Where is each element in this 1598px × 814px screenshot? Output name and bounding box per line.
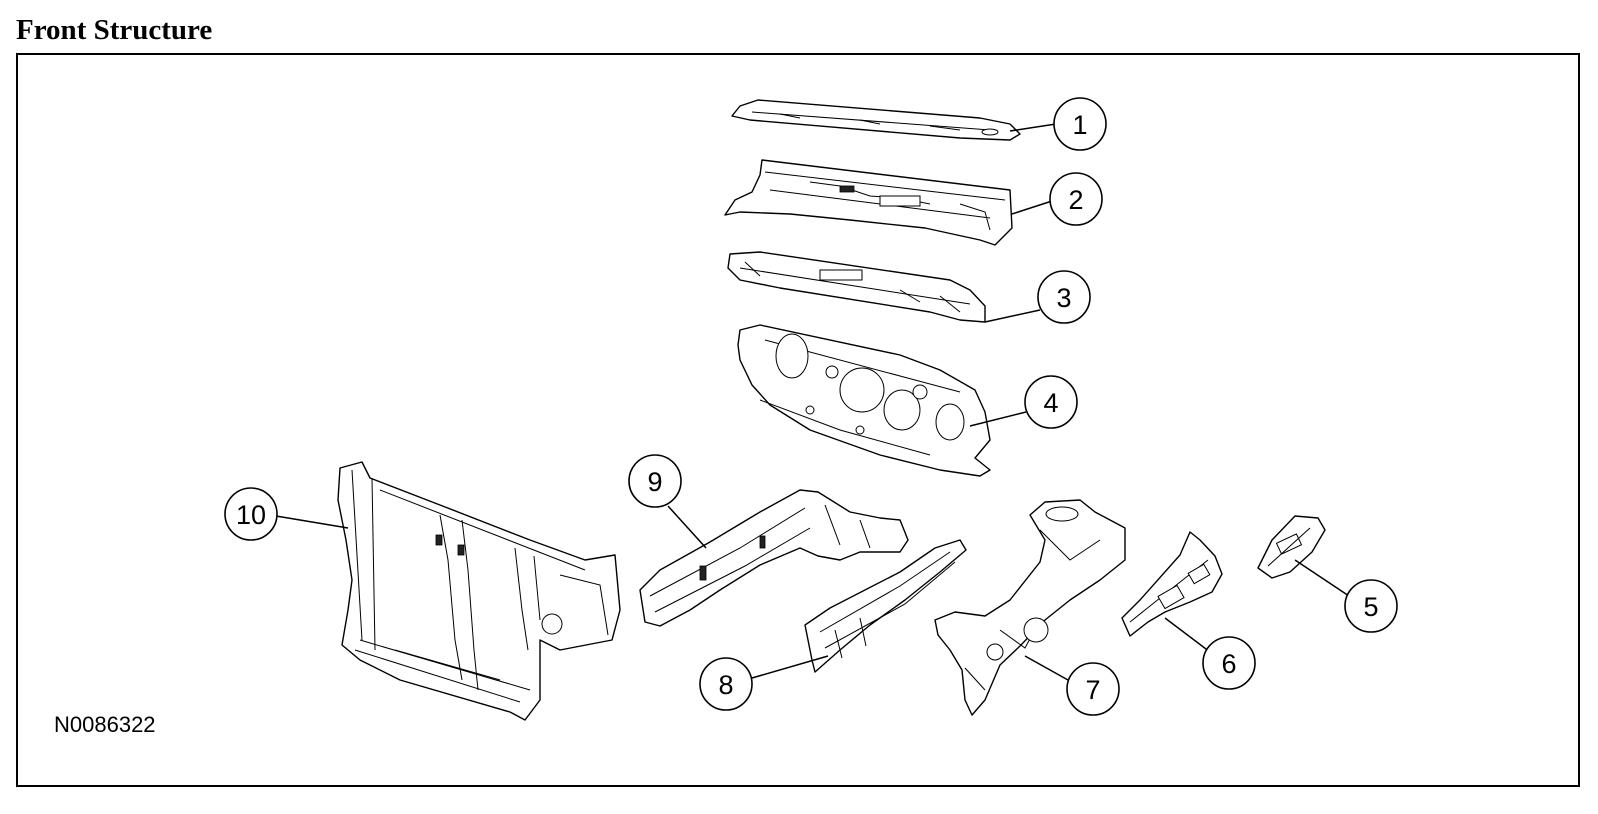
callout-3: 3 [1037, 270, 1091, 324]
callout-6-label: 6 [1221, 649, 1236, 679]
callout-4: 4 [1024, 375, 1078, 429]
diagram-frame [16, 53, 1580, 787]
callout-2: 2 [1049, 172, 1103, 226]
leader-lines [275, 123, 1353, 681]
part-10-radiator-support [337, 461, 621, 721]
part-8-lower-rail [804, 539, 967, 673]
callout-8: 8 [699, 657, 753, 711]
callout-10-label: 10 [236, 500, 266, 530]
callout-8-label: 8 [718, 670, 733, 700]
callout-9: 9 [628, 454, 682, 508]
part-3-dash-reinforcement [727, 251, 986, 323]
callout-1: 1 [1053, 97, 1107, 151]
callout-7-label: 7 [1085, 675, 1100, 705]
figure-id: N0086322 [54, 712, 156, 737]
callout-1-label: 1 [1072, 110, 1087, 140]
page-title: Front Structure [16, 14, 213, 46]
callout-6: 6 [1202, 636, 1256, 690]
callout-5-label: 5 [1363, 592, 1378, 622]
callout-4-label: 4 [1043, 388, 1058, 418]
callout-5: 5 [1344, 579, 1398, 633]
callout-9-label: 9 [647, 467, 662, 497]
part-6-rail-extension [1121, 531, 1223, 637]
part-4-dash-panel [737, 324, 991, 477]
part-5-bracket [1257, 515, 1326, 579]
callout-10: 10 [224, 487, 278, 541]
callout-2-label: 2 [1068, 185, 1083, 215]
part-1-cowl-top-panel [731, 99, 1021, 141]
part-2-cowl-panel [724, 159, 1013, 246]
part-7-shock-tower-apron [934, 499, 1126, 716]
callout-3-label: 3 [1056, 283, 1071, 313]
part-9-upper-rail [639, 489, 909, 627]
callout-7: 7 [1066, 662, 1120, 716]
